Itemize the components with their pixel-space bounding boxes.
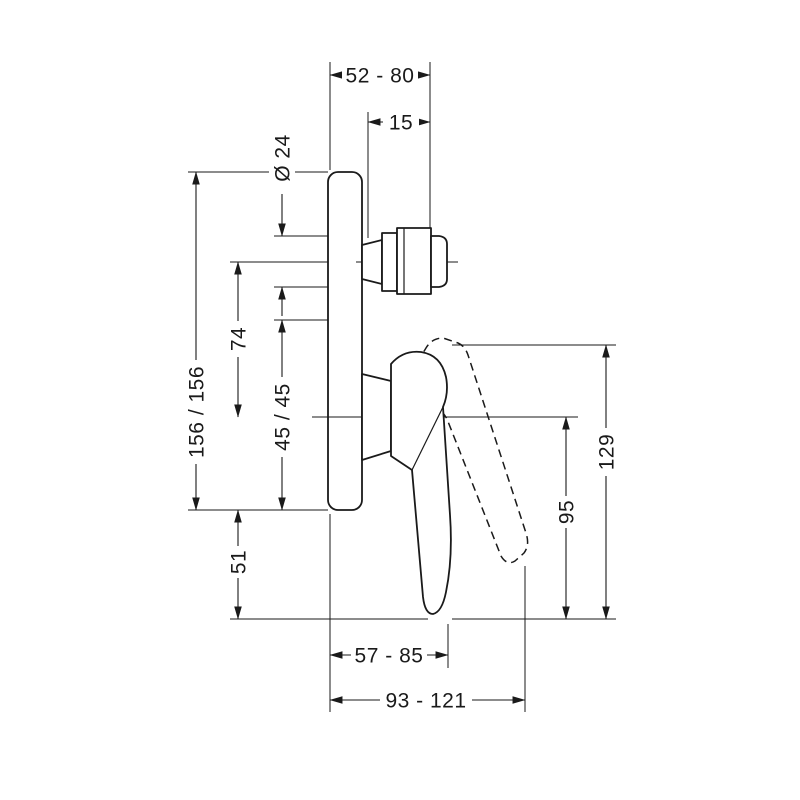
handle-cone bbox=[361, 373, 392, 461]
handle-lever-closed bbox=[390, 350, 452, 615]
dim-label-projection-open: 93 - 121 bbox=[380, 687, 472, 713]
spout-body bbox=[396, 227, 432, 295]
escutcheon-plate bbox=[327, 171, 363, 511]
dimension-labels: 52 - 80 15 Ø 24 156 / 156 74 45 / 45 51 bbox=[183, 62, 619, 713]
dim-label-axis-offset: 45 / 45 bbox=[269, 377, 295, 457]
dim-label-below-escutcheon: 51 bbox=[225, 546, 251, 578]
dim-label-installation-depth: 52 - 80 bbox=[342, 62, 418, 88]
dim-label-handle-drop: 95 bbox=[553, 496, 579, 528]
dim-label-spout-diameter: Ø 24 bbox=[269, 126, 295, 190]
dim-text-escutcheon-size: 156 / 156 bbox=[185, 366, 208, 458]
dim-text-axis-offset: 45 / 45 bbox=[271, 383, 294, 451]
dim-text-projection-closed: 57 - 85 bbox=[355, 644, 424, 667]
handle-lever-open-dashed bbox=[396, 337, 529, 564]
dim-label-spout-stub: 15 bbox=[383, 109, 419, 135]
dim-label-escutcheon-size: 156 / 156 bbox=[183, 360, 209, 464]
dim-text-spout-to-axis: 74 bbox=[227, 327, 250, 351]
dim-text-below-escutcheon: 51 bbox=[227, 550, 250, 574]
dim-text-spout-diameter: Ø 24 bbox=[271, 134, 294, 182]
dim-label-handle-height: 129 bbox=[593, 428, 619, 476]
spout-cap bbox=[430, 235, 448, 288]
dim-label-projection-closed: 57 - 85 bbox=[351, 642, 427, 668]
dim-text-projection-open: 93 - 121 bbox=[385, 689, 466, 712]
fixture-outline bbox=[312, 171, 578, 615]
handle-blade-edge bbox=[411, 406, 444, 471]
spout-flange bbox=[381, 232, 398, 292]
spout-neck bbox=[361, 239, 383, 285]
dim-text-installation-depth: 52 - 80 bbox=[346, 64, 415, 87]
dim-label-spout-to-axis: 74 bbox=[225, 321, 251, 357]
dim-text-handle-height: 129 bbox=[595, 434, 618, 471]
dim-text-spout-stub: 15 bbox=[389, 111, 413, 134]
dim-text-handle-drop: 95 bbox=[555, 500, 578, 524]
